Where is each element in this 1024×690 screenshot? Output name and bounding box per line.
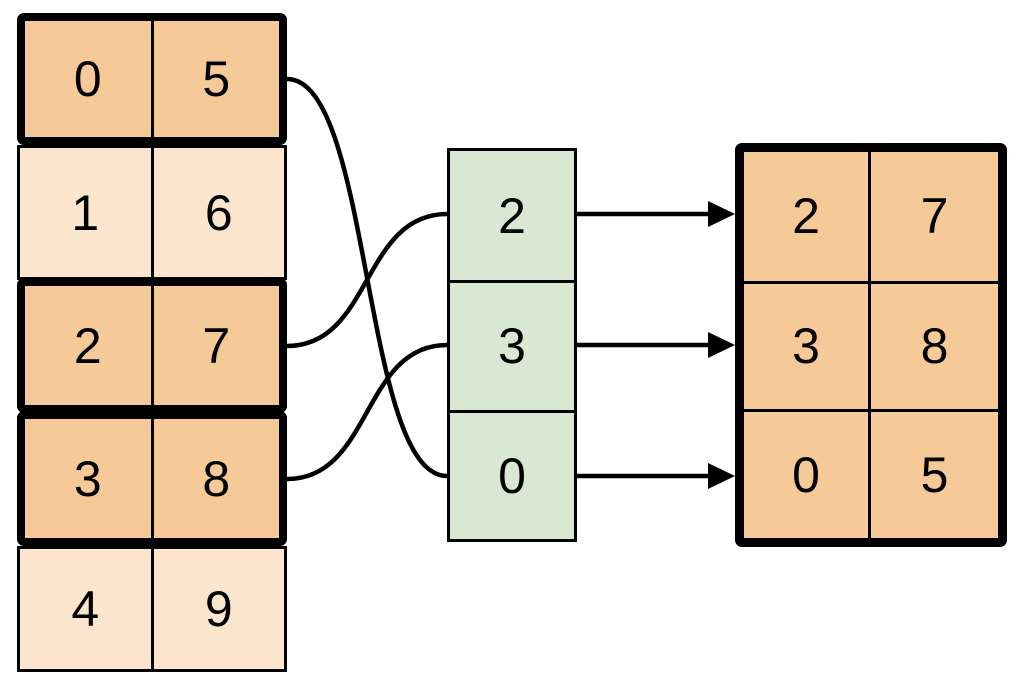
source-cell-r2-c1: 7: [153, 286, 279, 405]
source-cell-r4-c1: 9: [153, 549, 284, 669]
result-cell-r2-c0: 0: [744, 409, 871, 538]
index-cell-2: 0: [450, 409, 574, 539]
source-cell-r3-c0: 3: [25, 419, 154, 538]
index-column: 2 3 0: [447, 148, 577, 542]
source-cell-r3-c1: 8: [153, 419, 279, 538]
source-row-4: 4 9: [17, 546, 287, 672]
result-cell-r0-c1: 7: [871, 152, 998, 281]
result-cell-r1-c1: 8: [871, 280, 998, 410]
result-cell-r0-c0: 2: [744, 152, 871, 281]
source-row-0: 0 5: [17, 13, 287, 145]
curve-source-row3-to-index-slot1: [286, 342, 448, 482]
source-row-2: 2 7: [17, 278, 287, 413]
source-row-1: 1 6: [17, 145, 287, 280]
source-cell-r2-c0: 2: [25, 286, 154, 405]
source-cell-r1-c0: 1: [20, 148, 154, 277]
source-row-3: 3 8: [17, 411, 287, 546]
arrow-index-slot2-to-result-row2: [577, 463, 735, 489]
arrow-index-slot1-to-result-row1: [577, 332, 735, 358]
index-cell-0: 2: [450, 151, 574, 281]
source-cell-r1-c1: 6: [153, 148, 284, 277]
index-cell-1: 3: [450, 280, 574, 410]
arrow-index-slot0-to-result-row0: [577, 201, 735, 227]
result-cell-r2-c1: 5: [871, 409, 998, 538]
source-cell-r4-c0: 4: [20, 549, 154, 669]
source-cell-r0-c1: 5: [153, 21, 279, 137]
result-table: 2 7 3 8 0 5: [735, 143, 1007, 547]
curve-source-row2-to-index-slot0: [286, 211, 448, 349]
result-cell-r1-c0: 3: [744, 280, 871, 410]
source-cell-r0-c0: 0: [25, 21, 154, 137]
